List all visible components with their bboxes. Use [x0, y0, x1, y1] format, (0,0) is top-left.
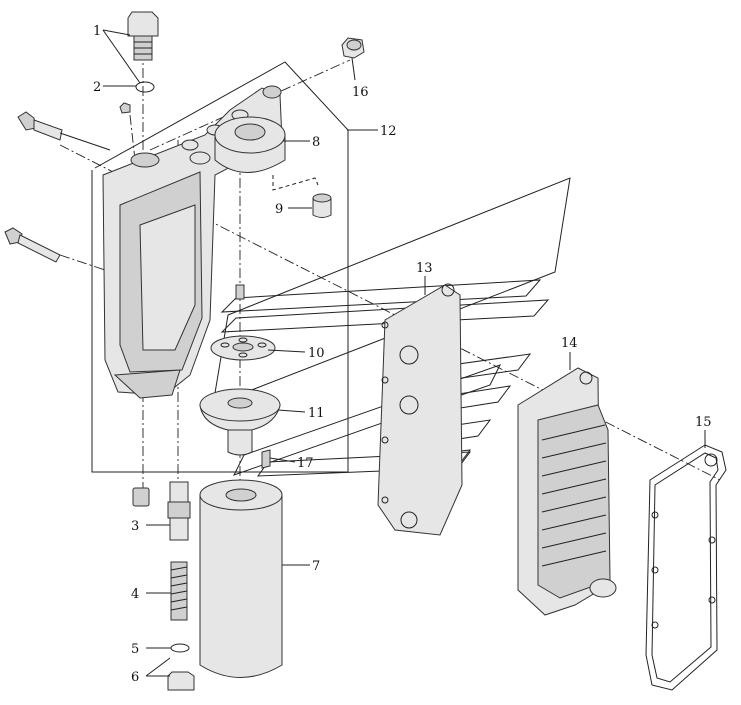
- callout-10: 10: [308, 346, 325, 361]
- leader-lines: [102, 29, 706, 677]
- callout-8: 8: [312, 135, 320, 150]
- part-7-filter: [199, 479, 283, 678]
- part-11-valve: [199, 284, 281, 469]
- filter-housing: [102, 85, 283, 399]
- part-15-gasket: [645, 444, 727, 691]
- long-bolt-upper: [17, 111, 111, 151]
- part-4-spring: [170, 561, 188, 621]
- part-10-gasket: [210, 335, 276, 361]
- callout-13: 13: [416, 261, 433, 276]
- callout-3: 3: [131, 519, 139, 534]
- callout-labels: 1 2 3 4 5 6 7 8 9 10 11 12 13 14 15 16 1…: [93, 24, 712, 685]
- callout-5: 5: [131, 642, 139, 657]
- callout-14: 14: [561, 336, 578, 351]
- part-16-plug: [341, 37, 365, 59]
- callout-17: 17: [297, 456, 314, 471]
- part-2-washer: [135, 81, 155, 93]
- assembly-12-outline: [91, 61, 349, 473]
- callout-7: 7: [312, 559, 320, 574]
- callout-4: 4: [131, 587, 139, 602]
- part-14-oil-cooler: [517, 367, 617, 616]
- callout-15: 15: [695, 415, 712, 430]
- callout-12: 12: [380, 124, 397, 139]
- callout-11: 11: [308, 406, 325, 421]
- callout-6: 6: [131, 670, 139, 685]
- callout-9: 9: [275, 202, 283, 217]
- long-bolt-lower: [4, 227, 61, 263]
- part-9-plug: [312, 193, 332, 218]
- callout-1: 1: [93, 24, 101, 39]
- part-6-plug: [167, 671, 195, 691]
- small-screw: [119, 102, 131, 114]
- part-3-valve-piston: [167, 481, 191, 541]
- small-plug: [132, 487, 150, 507]
- part-13-gasket-plate: [377, 283, 463, 536]
- callout-16: 16: [352, 85, 369, 100]
- callout-2: 2: [93, 80, 101, 95]
- part-5-seal: [170, 643, 190, 653]
- part-8-filter-head: [214, 116, 319, 191]
- part-1-top-plug: [127, 11, 159, 61]
